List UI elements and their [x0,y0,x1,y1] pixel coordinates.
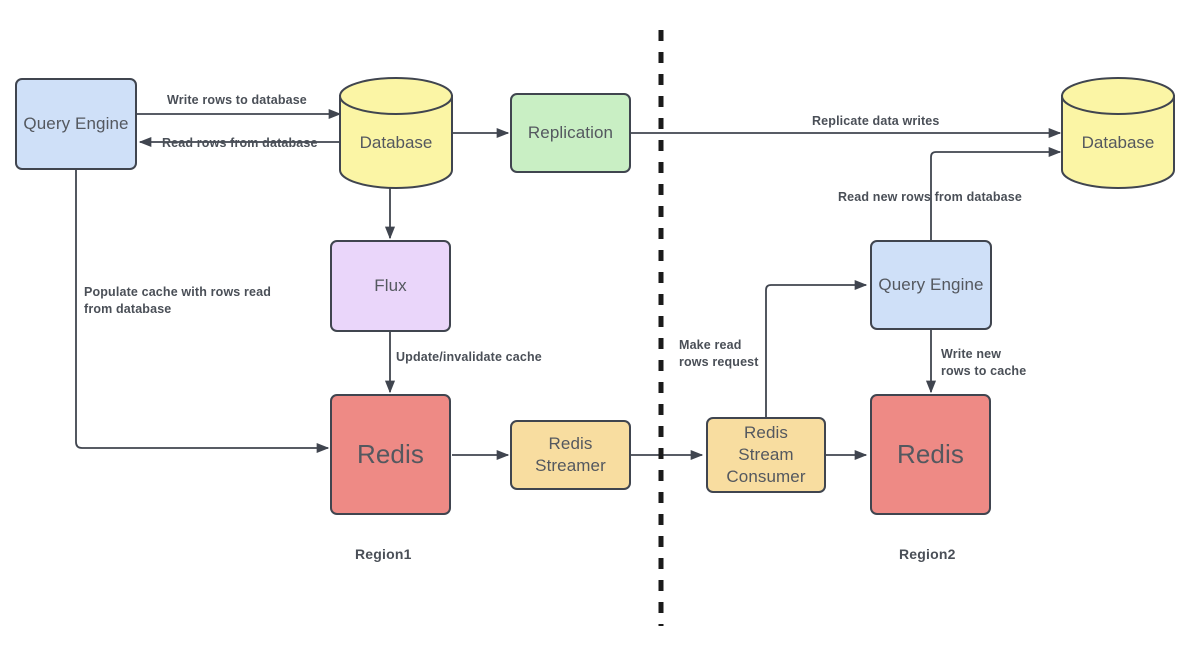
node-redis-streamer[interactable]: Redis Streamer [510,420,631,490]
edge-label-read-rows-from-database: Read rows from database [162,136,318,150]
edge-label-make-read-rows-request: Make read rows request [679,338,759,369]
node-replication[interactable]: Replication [510,93,631,173]
node-label: Redis Stream Consumer [726,423,806,486]
node-label: Query Engine [23,114,129,134]
edge-make-read-rows-request [765,279,868,417]
edge-label-read-new-rows-from-database: Read new rows from database [838,190,1022,204]
region-label-region1: Region1 [355,546,412,562]
node-redis-region1[interactable]: Redis [330,394,451,515]
node-label: Redis [897,438,964,469]
node-label: Redis [357,438,424,469]
edge-label-replicate-data-writes: Replicate data writes [812,114,940,128]
edge-read-new-rows-from-database [930,146,1062,240]
node-label: Flux [374,276,407,296]
node-label: Query Engine [878,275,984,295]
edge-label-populate-cache: Populate cache with rows read from datab… [84,285,272,316]
edge-label-write-new-rows-to-cache: Write new rows to cache [941,347,1027,378]
node-query-engine-region1[interactable]: Query Engine [15,78,137,170]
database-r1-cylinder [339,77,453,189]
node-label: Replication [527,123,614,143]
node-redis-stream-consumer[interactable]: Redis Stream Consumer [706,417,826,493]
node-query-engine-region2[interactable]: Query Engine [870,240,992,330]
edge-label-update-invalidate-cache: Update/invalidate cache [396,350,542,364]
database-r2-cylinder [1061,77,1175,189]
region-label-region2: Region2 [899,546,956,562]
edge-populate-cache [75,170,330,454]
node-redis-region2[interactable]: Redis [870,394,991,515]
node-label: Redis Streamer [535,434,606,475]
node-flux[interactable]: Flux [330,240,451,332]
edge-label-write-rows-to-database: Write rows to database [167,93,307,107]
